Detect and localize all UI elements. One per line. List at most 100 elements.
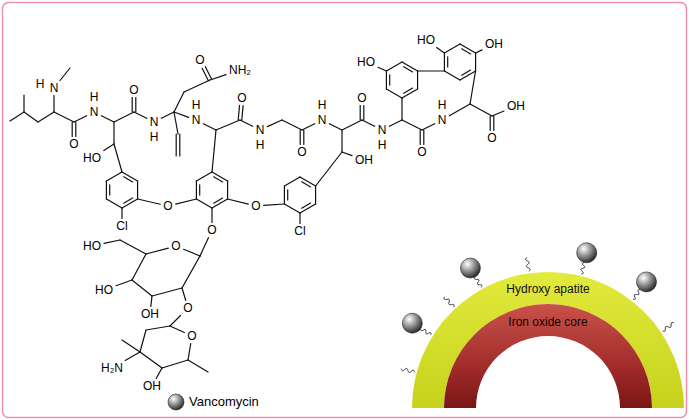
atom-label: H [255, 139, 266, 151]
atom-label: O [236, 92, 247, 104]
atom-label: O [296, 146, 307, 158]
atom-label: O [170, 240, 181, 252]
atom-label: OH [354, 154, 374, 166]
bond-line [113, 122, 114, 144]
atom-label: N [437, 114, 448, 126]
bond-line [114, 112, 134, 122]
atom-label: H [35, 78, 46, 90]
bond-line [476, 50, 482, 53]
bond-line [116, 280, 132, 286]
vancomycin-sphere [460, 258, 480, 278]
atom-label: O [68, 138, 79, 150]
bond-line [216, 120, 240, 130]
bond-line [203, 124, 216, 130]
bond-line [184, 80, 210, 92]
bond-line [75, 122, 76, 137]
bond-line [170, 316, 181, 327]
bond-line [389, 120, 402, 126]
bond-lines [10, 44, 504, 379]
atom-label: O [250, 200, 261, 212]
bond-line [10, 112, 24, 121]
bond-line [24, 112, 38, 122]
atom-label: H [191, 99, 202, 111]
bond-line [378, 67, 386, 71]
bond-line [146, 326, 170, 330]
iron-oxide-core: Iron oxide core [444, 304, 652, 408]
atom-label: HO [94, 284, 114, 296]
bond-line [284, 204, 300, 213]
bond-line [101, 116, 114, 122]
atom-label: O [356, 92, 367, 104]
figure-border [3, 3, 687, 418]
bond-line [242, 106, 243, 121]
bond-line [284, 177, 300, 186]
bond-line [196, 181, 197, 199]
bond-line [444, 71, 460, 80]
bond-line [299, 213, 300, 224]
bond-line [124, 198, 133, 203]
atom-label: H [89, 91, 100, 103]
atom-label: HO [82, 152, 102, 164]
bond-line [475, 53, 476, 71]
bond-line [121, 208, 122, 219]
bond-line [182, 256, 200, 288]
bond-line [300, 130, 301, 145]
bond-line [386, 62, 402, 71]
atom-label: N [149, 116, 160, 128]
bond-line [420, 130, 421, 145]
bond-line [182, 288, 186, 301]
bond-line [315, 186, 316, 204]
bond-line [300, 177, 316, 186]
bond-line [122, 340, 140, 352]
bond-line [423, 130, 424, 145]
bond-line [449, 104, 470, 116]
bond-line [329, 124, 342, 130]
atom-label: H [317, 99, 328, 111]
band-label: Hydroxy apatite [506, 282, 589, 296]
atom-label: OH [142, 380, 162, 392]
bond-line [214, 177, 223, 182]
bond-line [302, 203, 311, 208]
bond-line [106, 181, 107, 199]
bond-line [228, 199, 249, 204]
bond-line [210, 75, 226, 80]
bond-line [422, 124, 435, 130]
bond-line [462, 49, 471, 54]
bond-line [462, 70, 471, 75]
bond-line [444, 53, 445, 71]
bond-line [146, 248, 168, 254]
linker-line [662, 322, 674, 331]
bond-line [132, 280, 152, 296]
bond-line [188, 344, 191, 361]
atom-label: NH₂ [228, 64, 252, 76]
atom-label: O [162, 200, 173, 212]
atom-label: HO [82, 240, 102, 252]
bond-line [447, 57, 448, 67]
bond-line [151, 296, 152, 307]
bond-line [284, 186, 285, 204]
bond-line [132, 254, 146, 280]
bond-line [199, 185, 200, 195]
bond-line [137, 181, 138, 199]
bond-line [104, 144, 114, 151]
bond-line [212, 199, 228, 208]
bond-line [23, 95, 24, 112]
band-label: Iron oxide core [508, 315, 587, 329]
atom-label: Cl [115, 220, 128, 232]
bond-line [124, 177, 133, 182]
bond-line [120, 240, 146, 254]
atom-label: Cl [293, 225, 306, 237]
bond-line [282, 120, 302, 130]
bond-line [200, 238, 209, 257]
bond-line [38, 112, 54, 122]
bond-line [470, 71, 476, 104]
bond-line [156, 368, 162, 379]
bond-line [460, 71, 476, 80]
bond-line [240, 120, 253, 126]
bond-line [404, 88, 413, 93]
bond-line [401, 98, 402, 120]
bond-line [238, 105, 239, 120]
bond-line [134, 112, 147, 118]
bond-line [300, 204, 316, 213]
